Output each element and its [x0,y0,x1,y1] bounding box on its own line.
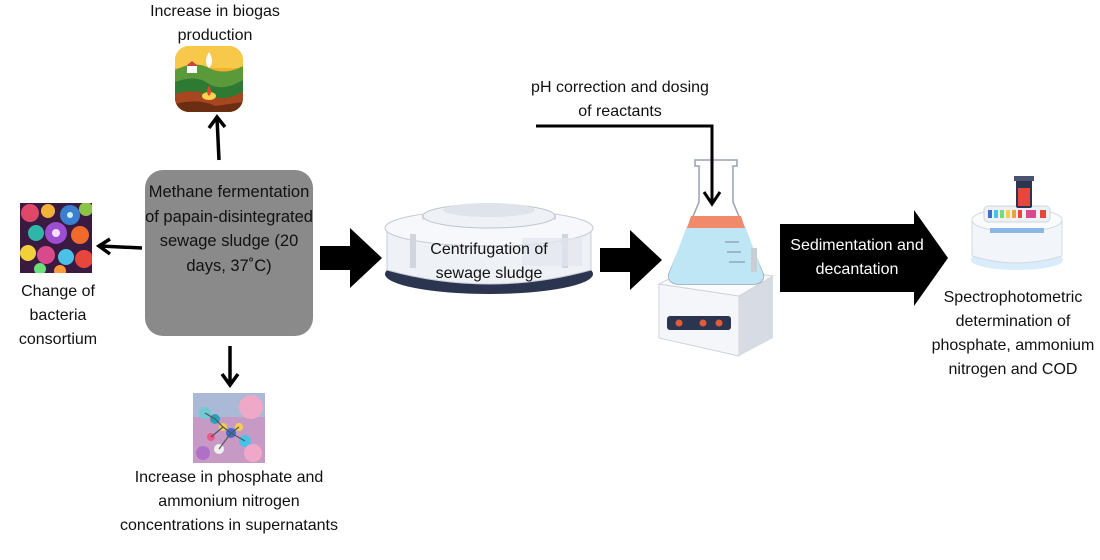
sedimentation-label: Sedimentation and decantation [790,237,924,278]
centrifuge-icon [382,190,596,300]
centrifugation-label: Centrifugation of sewage sludge [430,241,548,282]
arrow-to-flask [600,230,662,290]
fermentation-label: Methane fermentation of papain-disintegr… [145,183,313,275]
spectro-label: Spectrophotometric determination of phos… [931,289,1095,378]
bacteria-label: Change of bacteria consortium [18,283,98,348]
arrow-left-bacteria [95,237,143,256]
flask-on-stirrer-icon [655,156,777,358]
spectrophotometer-icon [970,172,1064,272]
arrow-to-centrifuge [320,228,382,288]
biogas-landscape-icon [175,46,243,112]
arrow-up-biogas [207,114,227,161]
arrow-down-phosphate [220,346,240,388]
ph-label: pH correction and dosing of reactants [531,79,709,120]
arrow-ph-dosing [536,124,722,207]
biogas-label: Increase in biogas production [150,3,280,44]
bacteria-colony-icon [20,203,92,273]
fermentation-box [145,170,313,336]
sedimentation-arrow [780,210,948,306]
molecules-icon [193,393,265,463]
phosphate-label: Increase in phosphate and ammonium nitro… [120,469,338,534]
